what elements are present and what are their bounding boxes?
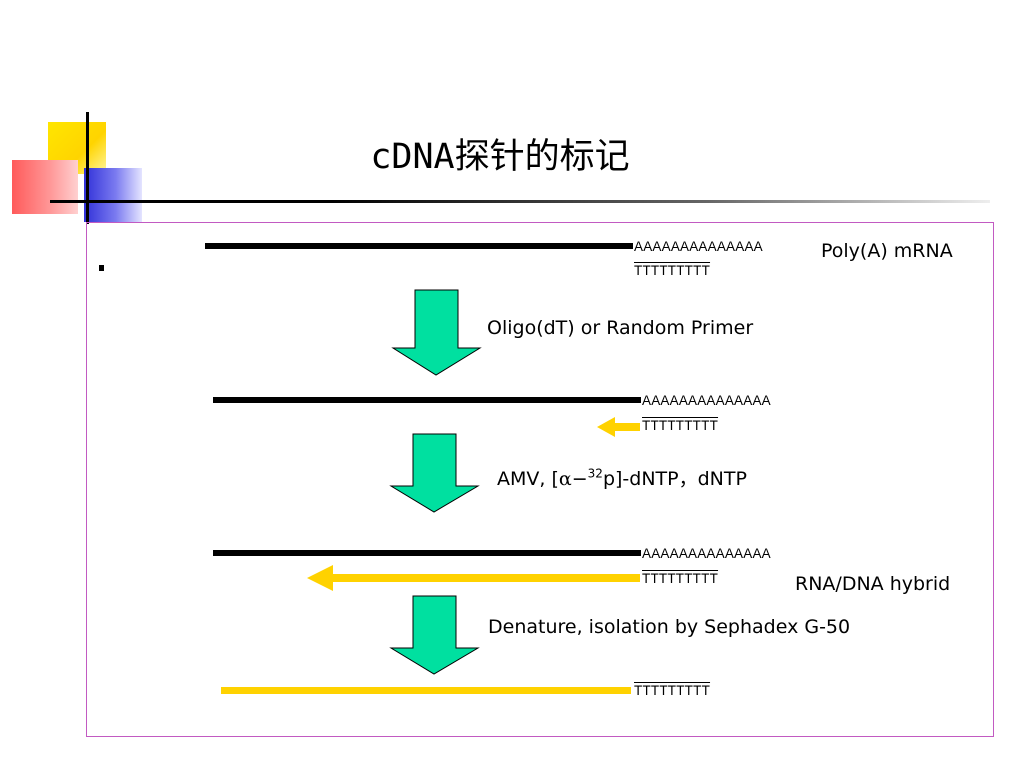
mrna-strand-3 [213,550,641,556]
polya-tail-2: AAAAAAAAAAAAAA [642,393,771,408]
slide-title-text: cDNA探针的标记 [370,137,630,177]
step2-label: AMV, [α−32p]-dNTP，dNTP [497,464,747,491]
step2-sup: 32 [587,466,603,481]
diagram-frame [86,222,994,737]
decor-vertical-line [86,112,89,224]
polya-tail-1: AAAAAAAAAAAAAA [634,239,763,254]
cdna-extension-arrow-icon [307,565,640,591]
step2-suffix: p]-dNTP，dNTP [602,468,747,490]
polya-tail-3: AAAAAAAAAAAAAA [642,546,771,561]
step2-prefix: AMV, [ [497,468,559,490]
hybrid-label: RNA/DNA hybrid [795,573,951,595]
bullet-marker [99,265,104,271]
oligo-dt-4: TTTTTTTTT [634,683,711,698]
mrna-label: Poly(A) mRNA [821,240,953,262]
step1-label: Oligo(dT) or Random Primer [487,317,754,339]
mrna-strand-2 [213,397,641,403]
mrna-strand-1 [205,243,633,249]
oligo-dt-2: TTTTTTTTT [642,418,719,433]
process-arrow-3-icon [389,595,480,675]
slide-title: cDNA探针的标记 [0,128,1024,179]
step2-alpha: α [558,468,572,490]
oligo-dt-1: TTTTTTTTT [634,263,711,278]
decor-horizontal-rule [50,200,990,203]
process-arrow-1-icon [391,289,482,376]
decor-red-block [12,160,78,214]
step2-minus: − [571,468,588,490]
primer-arrow-icon [597,417,640,437]
oligo-dt-3: TTTTTTTTT [642,571,719,586]
cdna-probe-strand [221,687,631,694]
step3-label: Denature, isolation by Sephadex G-50 [488,616,851,638]
process-arrow-2-icon [389,433,480,513]
decor-blue-block [84,168,142,222]
